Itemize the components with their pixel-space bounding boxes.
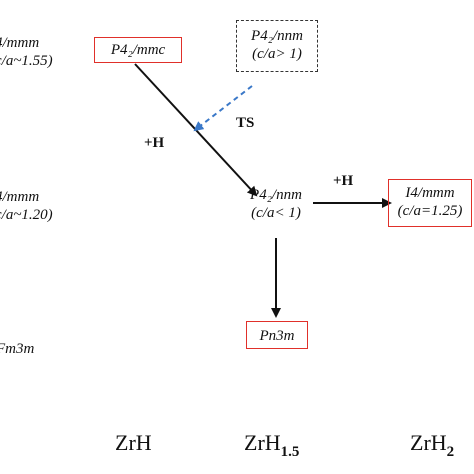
label-plus-h-1: +H	[144, 135, 165, 151]
box-p42-mmc: P4₂/mmc	[94, 37, 182, 63]
box-pn3m: Pn3m	[246, 321, 308, 349]
box-p42-nnm-ts: P4₂/nnm (c/a> 1)	[236, 20, 318, 72]
left-label-1: I4/mmm (c/a~1.55)	[0, 35, 53, 69]
formula-zrh2: ZrH2	[410, 430, 455, 460]
box-p42-nnm-mid: P4₂/nnm (c/a< 1)	[250, 187, 302, 221]
left-label-2: I4/mmm (c/a~1.20)	[0, 189, 53, 223]
formula-zrh: ZrH	[115, 430, 152, 455]
arrow-ts-dashed	[193, 85, 253, 132]
box-i4-mmm: I4/mmm (c/a=1.25)	[388, 179, 472, 227]
label-ts: TS	[236, 115, 255, 131]
label-plus-h-2: +H	[333, 173, 354, 189]
left-label-3: Fm3m	[0, 341, 35, 357]
formula-zrh1-5: ZrH1.5	[244, 430, 300, 460]
